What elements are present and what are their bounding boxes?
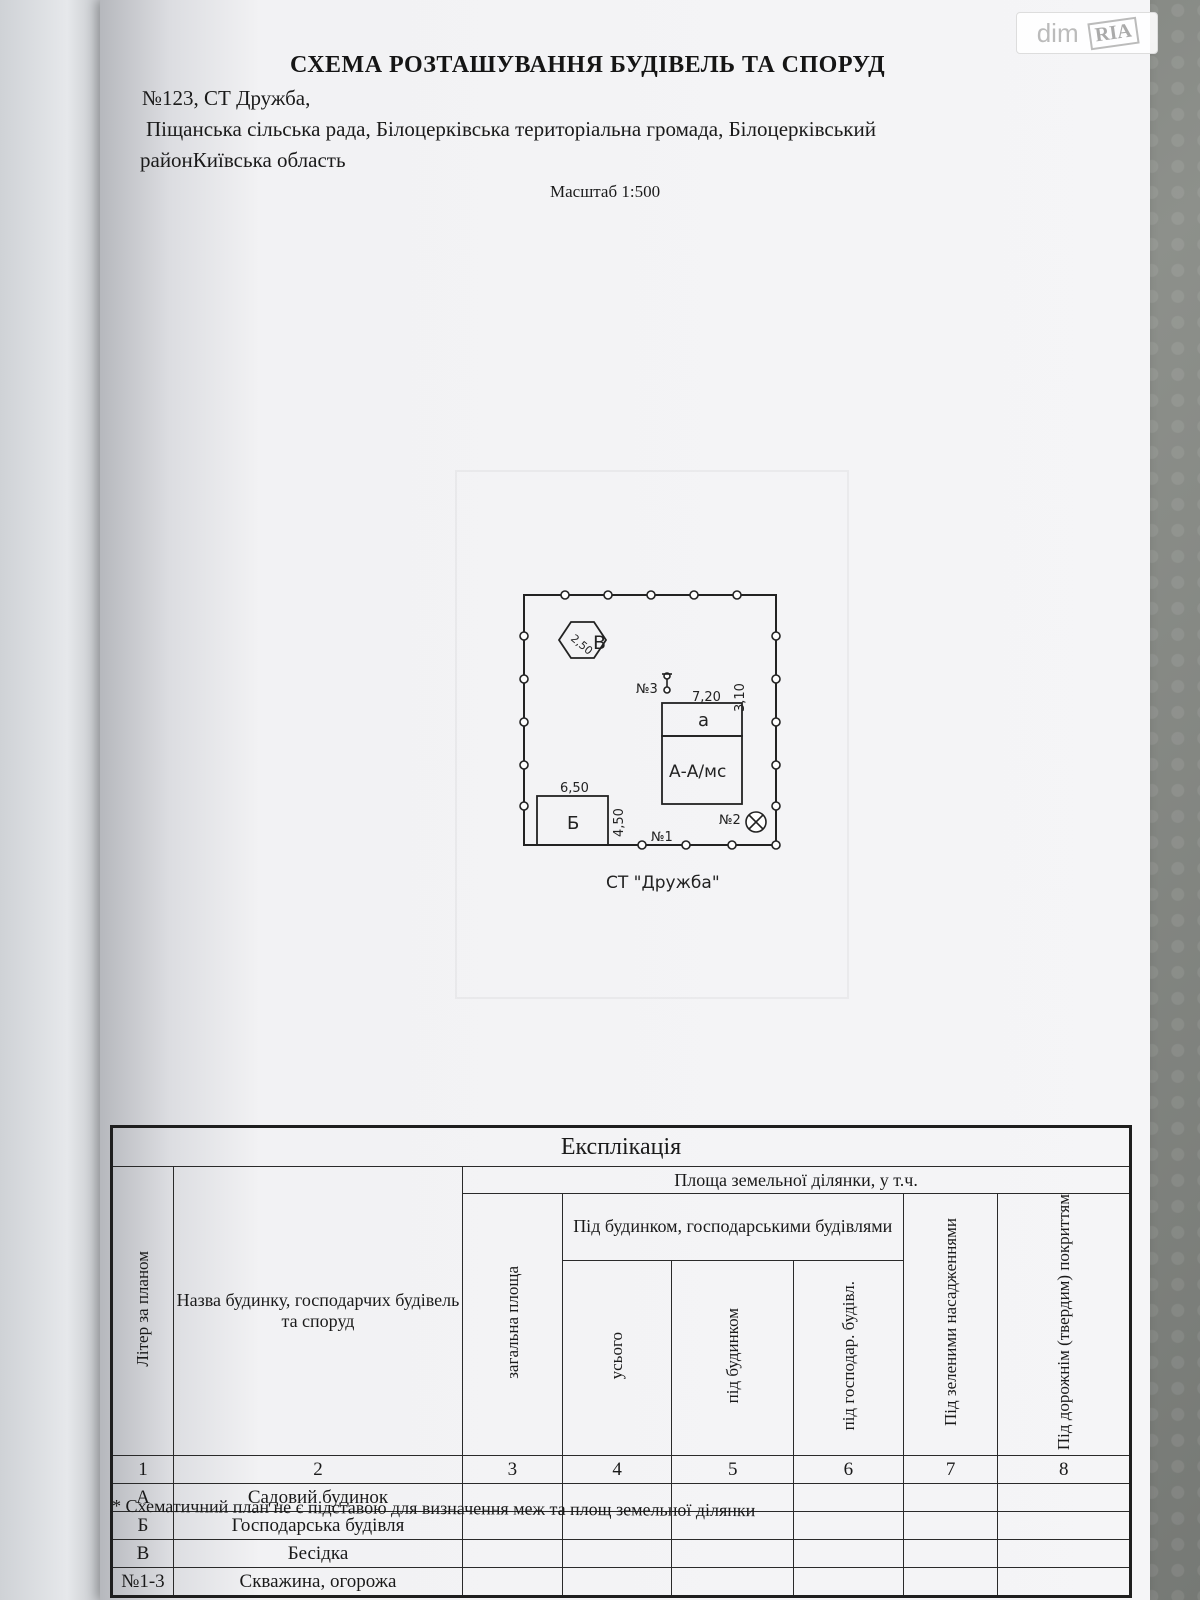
col-all-header: усього <box>561 1259 673 1457</box>
table-row: Б Господарська будівля <box>111 1511 1131 1541</box>
shed-shape <box>536 795 609 846</box>
well-label: №3 <box>636 682 658 697</box>
house-width-dim: 7,20 <box>692 690 721 705</box>
watermark-logo: dim RIA <box>1016 12 1158 54</box>
table-row: В Бесідка <box>111 1539 1131 1569</box>
footnote: * Схематичний план не є підставою для ви… <box>111 1495 756 1521</box>
binder-pages-edge <box>0 0 112 1600</box>
col-outbuild-header: під господар. будівл. <box>793 1259 904 1457</box>
page-title: СХЕМА РОЗТАШУВАННЯ БУДІВЕЛЬ ТА СПОРУД <box>290 52 886 78</box>
group-buildings-header: Під будинком, господарськими будівлями <box>561 1193 904 1261</box>
scale-label: Масштаб 1:500 <box>550 182 661 201</box>
table-row: А Садовий будинок <box>111 1483 1131 1513</box>
shed-label: Б <box>567 813 579 834</box>
plot-boundary <box>523 594 777 846</box>
show-through-ghost <box>455 470 849 999</box>
house-main <box>661 735 743 805</box>
address-line-2: Піщанська сільська рада, Білоцерківська … <box>146 117 876 141</box>
house-depth-dim: 3,10 <box>733 683 748 712</box>
gazebo-letter: В <box>593 632 606 654</box>
table-caption: Експлікація <box>111 1126 1131 1167</box>
watermark-dim: dim <box>1036 17 1079 48</box>
col-road-header: Під дорожнім (твердим) покриттям <box>997 1192 1131 1457</box>
col-total-header: загальна площа <box>462 1192 563 1457</box>
col-green-header: Під зеленими насадженнями <box>902 1192 999 1457</box>
column-numbers-row: 1 2 3 4 5 6 7 8 <box>111 1455 1131 1485</box>
table-row: №1-3 Скважина, огорожа <box>111 1567 1131 1598</box>
shed-depth-dim: 4,50 <box>612 808 627 837</box>
house-annex-label: а <box>698 710 709 731</box>
gazebo-shape <box>557 621 608 659</box>
col-name-header: Назва будинку, господарчих будівель та с… <box>172 1165 464 1457</box>
gate-icon <box>745 811 767 833</box>
group-area-header: Площа земельної ділянки, у т.ч. <box>462 1166 1131 1194</box>
well-icon <box>662 672 672 694</box>
gazebo-dimension: 2,50 <box>568 632 595 658</box>
address-line-3: районКиївська область <box>140 148 346 172</box>
house-label: А-А/мс <box>669 762 726 782</box>
fence-label: №1 <box>651 830 673 845</box>
street-label: СТ "Дружба" <box>606 873 720 893</box>
explication-table: Експлікація Літер за планом Назва будинк… <box>110 1125 1132 1599</box>
col-house-header: під будинком <box>671 1259 795 1457</box>
shed-width-dim: 6,50 <box>560 781 589 796</box>
gate-label: №2 <box>719 813 741 828</box>
col-letter-header: Літер за планом <box>111 1165 174 1457</box>
address-line-1: №123, СТ Дружба, <box>142 86 311 110</box>
fence-posts <box>519 590 781 850</box>
